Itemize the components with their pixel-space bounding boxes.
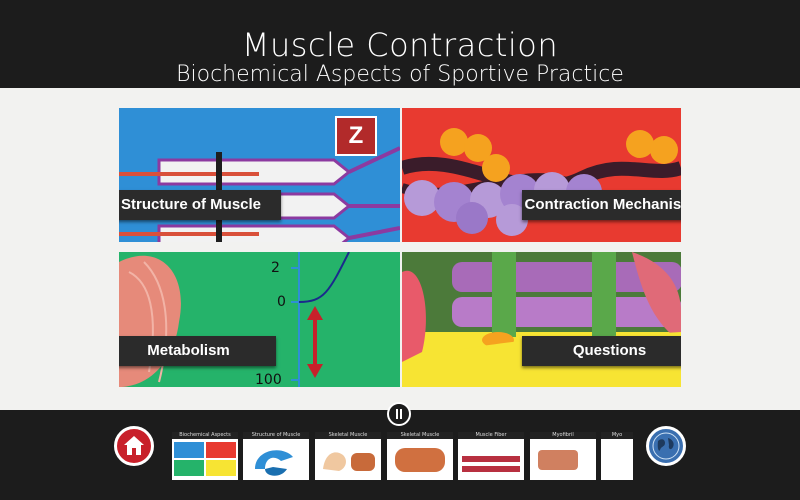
z-badge: Z xyxy=(335,116,377,156)
home-icon xyxy=(124,436,144,455)
globe-icon xyxy=(652,432,680,460)
page-title: Muscle Contraction xyxy=(241,26,559,64)
thumbnail-slide-2[interactable]: Structure of Muscle xyxy=(243,432,309,480)
metabolism-illustration xyxy=(119,252,350,387)
thumbnail-preview xyxy=(206,442,236,458)
thumbnail-slide-3[interactable]: Skeletal Muscle xyxy=(315,432,381,480)
topic-grid: Z Structure of Muscle Contraction Mechan… xyxy=(0,88,800,410)
tile-label-questions: Questions xyxy=(522,336,681,366)
axis-tick-0: 0 xyxy=(277,294,286,310)
thumbnail-preview xyxy=(538,450,578,470)
thumbnail-slide-6[interactable]: Myofibril xyxy=(530,432,596,480)
thumbnail-preview xyxy=(174,460,204,476)
axis-tick-100: 100 xyxy=(255,372,282,387)
tile-label-metabolism: Metabolism xyxy=(119,336,276,366)
thumbnail-preview xyxy=(255,450,293,476)
thumbnail-preview xyxy=(395,448,445,472)
thumbnail-slide-4[interactable]: Skeletal Muscle xyxy=(387,432,453,480)
tile-questions[interactable]: Questions xyxy=(402,252,681,387)
thumbnail-slide-1[interactable]: Biochemical Aspects xyxy=(172,432,238,480)
tile-structure-of-muscle[interactable]: Z Structure of Muscle xyxy=(119,108,400,242)
axis-tick-2: 2 xyxy=(271,260,280,276)
tile-label-contraction: Contraction Mechanism xyxy=(522,190,681,220)
drag-handle-button[interactable] xyxy=(387,402,411,426)
thumbnail-preview xyxy=(174,442,204,458)
header-bar: Muscle Contraction Biochemical Aspects o… xyxy=(0,0,800,88)
actin-myosin-illustration xyxy=(402,128,681,236)
tile-metabolism[interactable]: 2 0 100 Metabolism xyxy=(119,252,400,387)
thumbnail-preview xyxy=(323,452,375,471)
myofibril-illustration xyxy=(402,252,681,387)
home-button[interactable] xyxy=(114,426,154,466)
thumbnail-slide-5[interactable]: Muscle Fiber xyxy=(458,432,524,480)
tile-label-structure: Structure of Muscle xyxy=(119,190,281,220)
footer-bar: Biochemical Aspects Structure of Muscle … xyxy=(0,402,800,500)
thumbnail-preview xyxy=(206,460,236,476)
tile-contraction-mechanism[interactable]: Contraction Mechanism xyxy=(402,108,681,242)
thumbnail-preview xyxy=(462,456,520,462)
globe-button[interactable] xyxy=(646,426,686,466)
thumbnail-slide-7[interactable]: Myo xyxy=(601,432,633,480)
page-subtitle: Biochemical Aspects of Sportive Practice xyxy=(176,62,624,87)
thumbnail-preview xyxy=(462,466,520,472)
drag-handle-icon xyxy=(396,409,402,419)
